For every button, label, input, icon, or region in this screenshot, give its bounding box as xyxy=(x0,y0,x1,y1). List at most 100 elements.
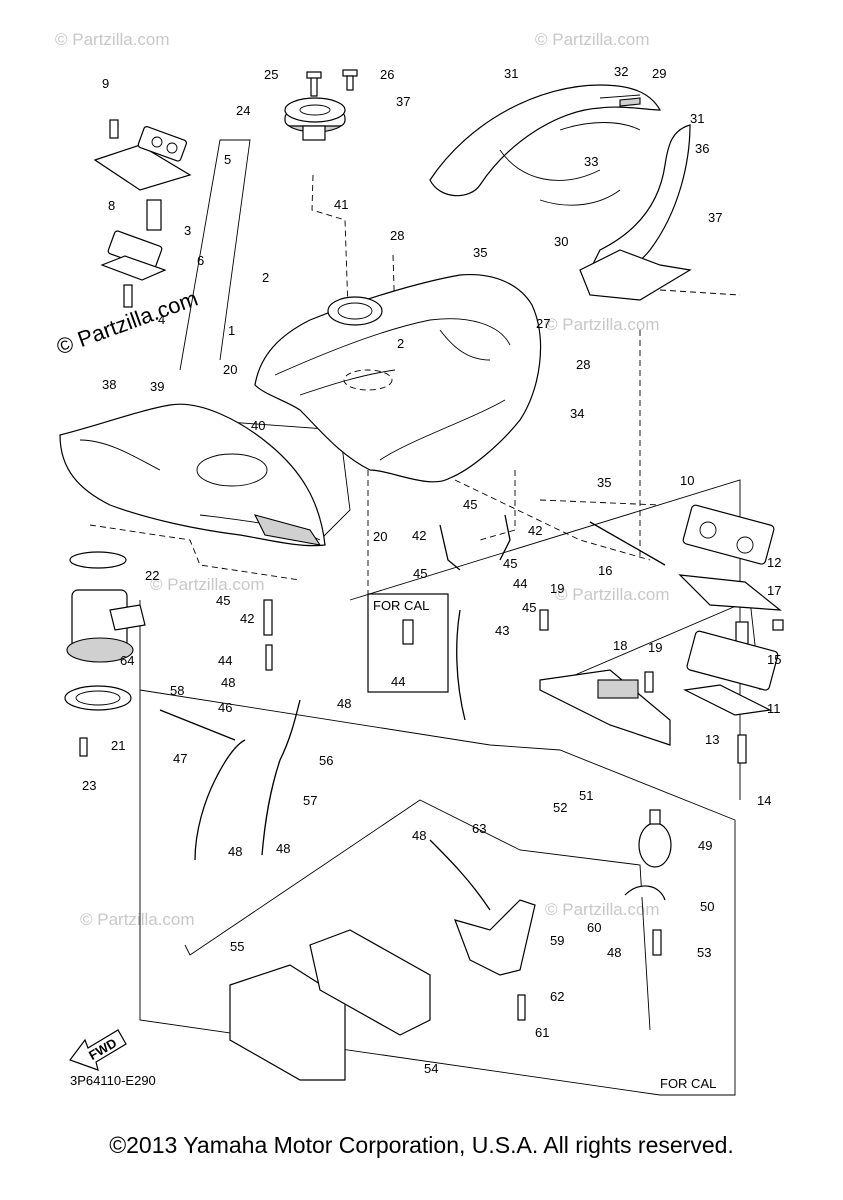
callout-number: 46 xyxy=(218,700,232,715)
callout-numbers: 1223456891011121314151617181919202021222… xyxy=(82,64,781,1076)
callout-number: 42 xyxy=(412,528,426,543)
callout-number: 55 xyxy=(230,939,244,954)
callout-number: 44 xyxy=(218,653,232,668)
callout-number: 36 xyxy=(695,141,709,156)
cap-bolts xyxy=(306,69,358,97)
callout-number: 30 xyxy=(554,234,568,249)
hoses xyxy=(159,514,511,911)
callout-number: 2 xyxy=(262,270,269,285)
callout-number: 48 xyxy=(607,945,621,960)
watermark: © Partzilla.com xyxy=(535,30,650,49)
callout-number: 35 xyxy=(597,475,611,490)
callout-number: 59 xyxy=(550,933,564,948)
for-cal-small-label: FOR CAL xyxy=(373,598,429,613)
callout-number: 48 xyxy=(412,828,426,843)
callout-number: 42 xyxy=(528,523,542,538)
callout-number: 28 xyxy=(576,357,590,372)
callout-number: 61 xyxy=(535,1025,549,1040)
callout-number: 6 xyxy=(197,253,204,268)
watermark: © Partzilla.com xyxy=(80,910,195,929)
watermark: © Partzilla.com xyxy=(545,900,660,919)
callout-number: 50 xyxy=(700,899,714,914)
callout-number: 35 xyxy=(473,245,487,260)
callout-number: 4 xyxy=(158,312,165,327)
callout-number: 45 xyxy=(522,600,536,615)
callout-number: 14 xyxy=(757,793,771,808)
callout-number: 41 xyxy=(334,197,348,212)
callout-number: 19 xyxy=(648,640,662,655)
callout-number: 16 xyxy=(598,563,612,578)
callout-number: 49 xyxy=(698,838,712,853)
callout-number: 47 xyxy=(173,751,187,766)
callout-number: 12 xyxy=(767,555,781,570)
callout-number: 19 xyxy=(550,581,564,596)
callout-number: 43 xyxy=(495,623,509,638)
watermark: © Partzilla.com xyxy=(555,585,670,604)
callout-number: 17 xyxy=(767,583,781,598)
callout-number: 27 xyxy=(536,316,550,331)
callout-number: 10 xyxy=(680,473,694,488)
callout-number: 37 xyxy=(396,94,410,109)
rear-cowl xyxy=(429,84,692,301)
callout-number: 22 xyxy=(145,568,159,583)
callout-number: 8 xyxy=(108,198,115,213)
callout-number: 18 xyxy=(613,638,627,653)
watermark: © Partzilla.com xyxy=(55,30,170,49)
callout-number: 39 xyxy=(150,379,164,394)
copyright-notice: ©2013 Yamaha Motor Corporation, U.S.A. A… xyxy=(109,1132,734,1158)
callout-number: 15 xyxy=(767,652,781,667)
diagram-code: 3P64110-E290 xyxy=(70,1073,156,1088)
callout-number: 48 xyxy=(337,696,351,711)
callout-number: 3 xyxy=(184,223,191,238)
callout-number: 58 xyxy=(170,683,184,698)
parts-diagram: © Partzilla.com © Partzilla.com © Partzi… xyxy=(53,30,784,1096)
callout-number: 31 xyxy=(690,111,704,126)
under-cover xyxy=(59,403,326,547)
for-cal-small-box: FOR CAL xyxy=(367,593,449,693)
callout-number: 48 xyxy=(221,675,235,690)
callout-number: 42 xyxy=(240,611,254,626)
callout-number: 1 xyxy=(228,323,235,338)
callout-number: 44 xyxy=(391,674,405,689)
fuel-cap xyxy=(284,97,346,141)
callout-number: 48 xyxy=(228,844,242,859)
callout-number: 45 xyxy=(216,593,230,608)
watermark: © Partzilla.com xyxy=(545,315,660,334)
callout-number: 13 xyxy=(705,732,719,747)
callout-number: 45 xyxy=(413,566,427,581)
damper-plates-left xyxy=(93,119,192,308)
callout-number: 28 xyxy=(390,228,404,243)
callout-number: 52 xyxy=(553,800,567,815)
callout-number: 29 xyxy=(652,66,666,81)
for-cal-large-label: FOR CAL xyxy=(660,1076,716,1091)
callout-number: 51 xyxy=(579,788,593,803)
callout-number: 63 xyxy=(472,821,486,836)
callout-number: 11 xyxy=(767,701,781,716)
callout-number: 56 xyxy=(319,753,333,768)
callout-number: 37 xyxy=(708,210,722,225)
callout-number: 44 xyxy=(513,576,527,591)
watermark: © Partzilla.com xyxy=(150,575,265,594)
callout-number: 62 xyxy=(550,989,564,1004)
callout-number: 21 xyxy=(111,738,125,753)
callout-number: 5 xyxy=(224,152,231,167)
canister xyxy=(229,809,672,1081)
callout-number: 31 xyxy=(504,66,518,81)
callout-number: 2 xyxy=(397,336,404,351)
callout-number: 23 xyxy=(82,778,96,793)
callout-number: 48 xyxy=(276,841,290,856)
callout-number: 54 xyxy=(424,1061,438,1076)
callout-number: 60 xyxy=(587,920,601,935)
callout-number: 9 xyxy=(102,76,109,91)
callout-number: 64 xyxy=(120,653,134,668)
callout-number: 32 xyxy=(614,64,628,79)
callout-number: 26 xyxy=(380,67,394,82)
callout-number: 34 xyxy=(570,406,584,421)
callout-number: 33 xyxy=(584,154,598,169)
callout-number: 24 xyxy=(236,103,250,118)
callout-number: 45 xyxy=(503,556,517,571)
callout-number: 20 xyxy=(373,529,387,544)
callout-number: 38 xyxy=(102,377,116,392)
callout-number: 25 xyxy=(264,67,278,82)
fwd-arrow-icon: FWD xyxy=(69,1029,127,1071)
